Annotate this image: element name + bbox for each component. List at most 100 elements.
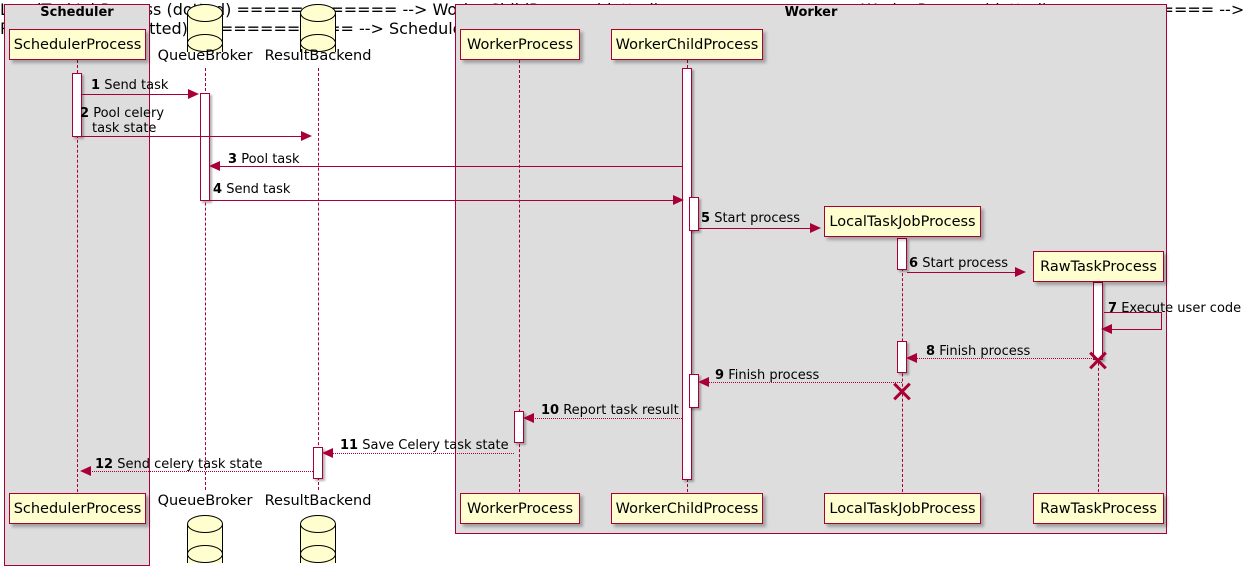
message-5-text: Start process: [714, 211, 801, 226]
participant-scheduler-process-bottom[interactable]: SchedulerProcess: [9, 493, 146, 524]
db-top-ellipse: [300, 515, 336, 533]
message-12-text: Send celery task state: [117, 457, 263, 472]
message-8-label: 8 Finish process: [926, 344, 1030, 359]
message-4-line: [210, 200, 676, 201]
message-7-line-bottom: [1110, 329, 1162, 330]
message-10-number: 10: [541, 403, 560, 418]
message-1-number: 1: [91, 78, 101, 93]
participant-raw-task-process-bottom[interactable]: RawTaskProcess: [1033, 493, 1164, 524]
message-9-arrowhead: [698, 377, 709, 387]
message-10-text: Report task result: [563, 403, 679, 418]
message-3-text: Pool task: [241, 152, 300, 167]
message-2-line: [82, 136, 308, 137]
message-6-arrowhead: [1015, 267, 1026, 277]
db-bottom-ellipse: [187, 34, 223, 52]
message-10-line: [530, 418, 682, 419]
message-3-line: [216, 166, 682, 167]
participant-worker-child-process-top[interactable]: WorkerChildProcess: [611, 29, 763, 60]
message-4-number: 4: [213, 182, 223, 197]
message-7-label: 7 Execute user code: [1108, 301, 1241, 316]
group-title-scheduler: Scheduler: [40, 5, 114, 20]
message-10-label: 10 Report task result: [541, 403, 679, 418]
activation-local-task-job-start: [897, 238, 907, 270]
message-11-label: 11 Save Celery task state: [340, 438, 509, 453]
message-2-number: 2: [80, 106, 90, 121]
message-10-arrowhead: [523, 413, 534, 423]
message-8-number: 8: [926, 344, 936, 359]
participant-scheduler-process-top[interactable]: SchedulerProcess: [9, 29, 146, 60]
activation-queue-broker: [200, 93, 210, 201]
message-12-line: [88, 471, 313, 472]
message-3-label: 3 Pool task: [228, 152, 300, 167]
participant-local-task-job-process-bottom[interactable]: LocalTaskJobProcess: [824, 493, 981, 524]
message-9-number: 9: [715, 368, 725, 383]
db-top-ellipse: [300, 4, 336, 22]
message-1-line: [82, 94, 194, 95]
lifeline-result-backend: [318, 68, 319, 490]
message-5-arrowhead: [810, 223, 821, 233]
participant-worker-child-process-bottom[interactable]: WorkerChildProcess: [611, 493, 763, 524]
message-4-text: Send task: [226, 182, 291, 197]
database-queue-broker-bottom[interactable]: [187, 515, 226, 566]
message-5-line: [699, 228, 817, 229]
participant-worker-process-top[interactable]: WorkerProcess: [460, 29, 580, 60]
group-title-worker: Worker: [784, 5, 838, 20]
message-7-text: Execute user code: [1121, 301, 1242, 316]
lifeline-queue-broker: [205, 68, 206, 490]
message-3-number: 3: [228, 152, 238, 167]
message-12-arrowhead: [80, 466, 91, 476]
destroy-marker-raw-task-process: [1087, 349, 1109, 371]
message-4-label: 4 Send task: [213, 182, 290, 197]
message-1-arrowhead: [188, 89, 199, 99]
db-bottom-ellipse: [187, 545, 223, 563]
message-5-number: 5: [701, 211, 711, 226]
message-6-text: Start process: [922, 256, 1009, 271]
message-6-label: 6 Start process: [909, 256, 1008, 271]
message-11-line: [329, 453, 514, 454]
database-label-result-backend-top: ResultBackend: [264, 48, 372, 64]
activation-worker-child-process-main: [682, 68, 692, 480]
participant-local-task-job-process-top[interactable]: LocalTaskJobProcess: [824, 206, 981, 237]
activation-raw-task-process: [1093, 282, 1103, 360]
database-label-queue-broker-top: QueueBroker: [157, 48, 253, 64]
message-7-line-top: [1104, 312, 1162, 313]
activation-worker-process: [514, 411, 524, 443]
message-1-label: 1 Send task: [91, 78, 168, 93]
activation-worker-child-process-reply: [689, 374, 699, 408]
message-1-text: Send task: [104, 78, 169, 93]
participant-raw-task-process-top[interactable]: RawTaskProcess: [1033, 251, 1164, 282]
message-2-arrowhead: [301, 131, 312, 141]
message-9-text: Finish process: [728, 368, 820, 383]
db-top-ellipse: [187, 515, 223, 533]
message-5-label: 5 Start process: [701, 211, 800, 226]
activation-scheduler-process: [72, 73, 82, 137]
participant-worker-process-bottom[interactable]: WorkerProcess: [460, 493, 580, 524]
message-3-arrowhead: [209, 161, 220, 171]
message-8-line: [914, 358, 1094, 359]
lifeline-worker-process: [519, 60, 520, 492]
lifeline-scheduler-process: [77, 60, 78, 492]
message-9-label: 9 Finish process: [715, 368, 819, 383]
message-6-number: 6: [909, 256, 919, 271]
message-9-line: [706, 382, 902, 383]
message-6-line: [907, 272, 1022, 273]
message-12-number: 12: [95, 457, 114, 472]
db-bottom-ellipse: [300, 34, 336, 52]
message-12-label: 12 Send celery task state: [95, 457, 262, 472]
message-4-arrowhead: [673, 195, 684, 205]
message-2-label-line2: task state: [92, 121, 156, 136]
activation-result-backend: [313, 447, 323, 479]
db-top-ellipse: [187, 4, 223, 22]
message-7-arrowhead: [1101, 324, 1112, 334]
message-2-text-line2: task state: [92, 121, 157, 136]
db-bottom-ellipse: [300, 545, 336, 563]
database-result-backend-bottom[interactable]: [300, 515, 339, 566]
message-7-number: 7: [1108, 301, 1118, 316]
message-2-text-line1: Pool celery: [93, 106, 165, 121]
message-11-number: 11: [340, 438, 359, 453]
database-result-backend-top[interactable]: [300, 4, 339, 55]
message-2-label: 2 Pool celery: [80, 106, 164, 121]
message-8-arrowhead: [906, 353, 917, 363]
database-queue-broker-top[interactable]: [187, 4, 226, 55]
